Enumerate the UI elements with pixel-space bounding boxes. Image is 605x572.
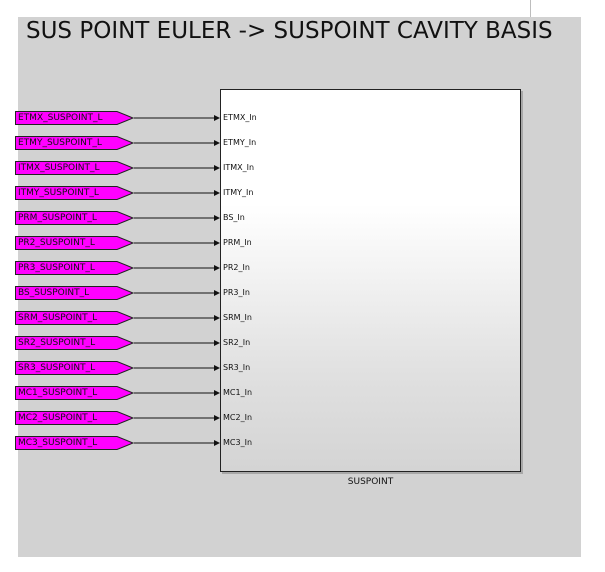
suspoint-subsystem-block[interactable] bbox=[220, 89, 521, 472]
from-tag-block[interactable]: BS_SUSPOINT_L bbox=[15, 286, 135, 300]
input-port-label: MC1_In bbox=[223, 388, 253, 397]
from-tag-block[interactable]: PRM_SUSPOINT_L bbox=[15, 211, 135, 225]
from-tag-shape bbox=[15, 286, 135, 300]
input-port-label: ETMY_In bbox=[223, 138, 257, 147]
from-tag-shape bbox=[15, 386, 135, 400]
from-tag-shape bbox=[15, 111, 135, 125]
from-tag-label: BS_SUSPOINT_L bbox=[18, 288, 90, 298]
from-tag-label: PR2_SUSPOINT_L bbox=[18, 238, 95, 248]
block-name-label: SUSPOINT bbox=[347, 477, 394, 487]
from-tag-shape bbox=[15, 186, 135, 200]
from-tag-shape bbox=[15, 336, 135, 350]
from-tag-block[interactable]: ETMX_SUSPOINT_L bbox=[15, 111, 135, 125]
from-tag-label: MC2_SUSPOINT_L bbox=[18, 413, 98, 423]
from-tag-block[interactable]: MC2_SUSPOINT_L bbox=[15, 411, 135, 425]
from-tag-label: PR3_SUSPOINT_L bbox=[18, 263, 95, 273]
diagram-title: SUS POINT EULER -> SUSPOINT CAVITY BASIS bbox=[26, 18, 553, 44]
from-tag-block[interactable]: SR3_SUSPOINT_L bbox=[15, 361, 135, 375]
from-tag-block[interactable]: PR2_SUSPOINT_L bbox=[15, 236, 135, 250]
from-tag-shape bbox=[15, 311, 135, 325]
from-tag-label: MC3_SUSPOINT_L bbox=[18, 438, 98, 448]
from-tag-block[interactable]: ITMX_SUSPOINT_L bbox=[15, 161, 135, 175]
from-tag-block[interactable]: ITMY_SUSPOINT_L bbox=[15, 186, 135, 200]
from-tag-label: SR2_SUSPOINT_L bbox=[18, 338, 96, 348]
input-port-label: BS_In bbox=[223, 213, 245, 222]
input-port-label: MC3_In bbox=[223, 438, 253, 447]
from-tag-shape bbox=[15, 411, 135, 425]
input-port-label: SR3_In bbox=[223, 363, 251, 372]
from-tag-label: SR3_SUSPOINT_L bbox=[18, 363, 96, 373]
from-tag-block[interactable]: PR3_SUSPOINT_L bbox=[15, 261, 135, 275]
input-port-label: ITMY_In bbox=[223, 188, 254, 197]
input-port-label: PRM_In bbox=[223, 238, 252, 247]
from-tag-label: PRM_SUSPOINT_L bbox=[18, 213, 97, 223]
from-tag-shape bbox=[15, 261, 135, 275]
from-tag-label: ETMY_SUSPOINT_L bbox=[18, 138, 102, 148]
from-tag-block[interactable]: SRM_SUSPOINT_L bbox=[15, 311, 135, 325]
from-tag-label: MC1_SUSPOINT_L bbox=[18, 388, 98, 398]
from-tag-block[interactable]: SR2_SUSPOINT_L bbox=[15, 336, 135, 350]
from-tag-label: ITMX_SUSPOINT_L bbox=[18, 163, 100, 173]
from-tag-shape bbox=[15, 436, 135, 450]
input-port-label: SRM_In bbox=[223, 313, 252, 322]
from-tag-shape bbox=[15, 136, 135, 150]
from-tag-label: ITMY_SUSPOINT_L bbox=[18, 188, 99, 198]
from-tag-block[interactable]: MC3_SUSPOINT_L bbox=[15, 436, 135, 450]
canvas-edge-line bbox=[530, 0, 531, 18]
input-port-label: PR3_In bbox=[223, 288, 250, 297]
input-port-label: PR2_In bbox=[223, 263, 250, 272]
from-tag-shape bbox=[15, 161, 135, 175]
input-port-label: MC2_In bbox=[223, 413, 253, 422]
from-tag-label: ETMX_SUSPOINT_L bbox=[18, 113, 103, 123]
from-tag-block[interactable]: MC1_SUSPOINT_L bbox=[15, 386, 135, 400]
from-tag-shape bbox=[15, 361, 135, 375]
from-tag-block[interactable]: ETMY_SUSPOINT_L bbox=[15, 136, 135, 150]
from-tag-shape bbox=[15, 211, 135, 225]
input-port-label: ITMX_In bbox=[223, 163, 255, 172]
input-port-label: SR2_In bbox=[223, 338, 251, 347]
from-tag-shape bbox=[15, 236, 135, 250]
input-port-label: ETMX_In bbox=[223, 113, 257, 122]
from-tag-label: SRM_SUSPOINT_L bbox=[18, 313, 98, 323]
